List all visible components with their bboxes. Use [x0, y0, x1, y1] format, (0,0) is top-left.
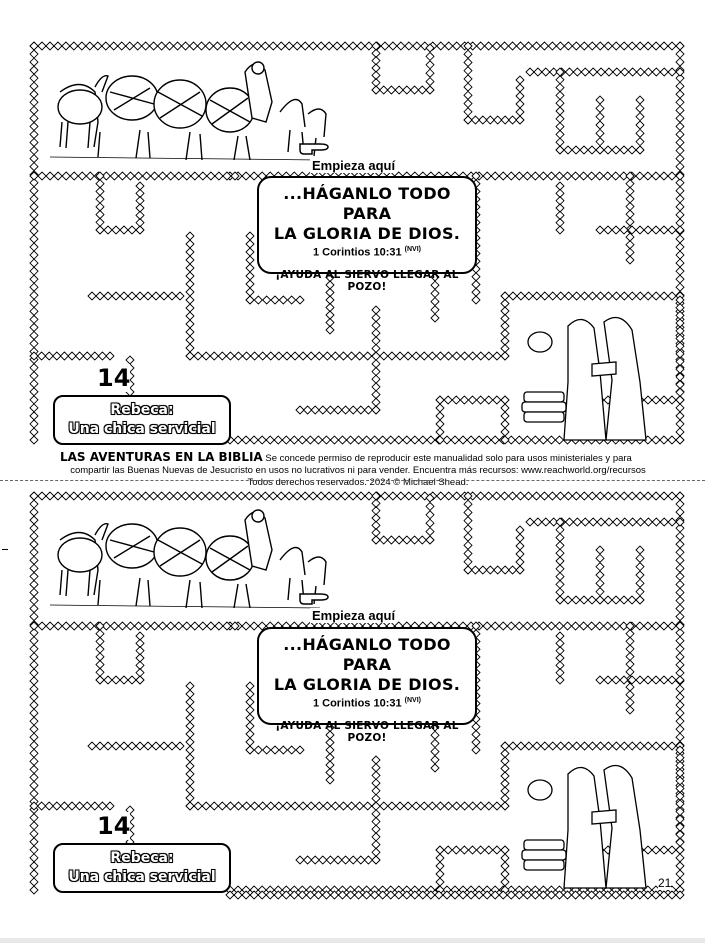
page-number: 21 [658, 876, 672, 890]
verse-banner: ...HÁGANLO TODO PARA LA GLORIA DE DIOS. … [257, 627, 477, 744]
lesson-title-line-1: Rebeca: [110, 402, 174, 418]
start-label: Empieza aquí [310, 158, 398, 173]
lesson-title-line-1: Rebeca: [110, 850, 174, 866]
lesson-title-box: Rebeca: Una chica servicial [53, 395, 231, 445]
cut-mark [2, 549, 8, 550]
verse-reference: 1 Corintios 10:31 (NVI) [312, 697, 422, 710]
maze-instruction: ¡AYUDA AL SIERVO LLEGAR AL POZO! [275, 719, 459, 744]
credits-line-2: compartir las Buenas Nuevas de Jesucrist… [70, 465, 646, 476]
verse-line-2: LA GLORIA DE DIOS. [273, 675, 461, 694]
verse-line-1: ...HÁGANLO TODO PARA [283, 184, 451, 223]
camel-caravan-illustration [49, 509, 327, 609]
credits-line-1: Se concede permiso de reproducir este ma… [262, 453, 632, 464]
verse-line-1: ...HÁGANLO TODO PARA [283, 635, 451, 674]
lesson-number: 14 [97, 812, 131, 840]
camel-caravan-illustration [49, 61, 327, 161]
credits-block: LAS AVENTURAS EN LA BIBLIA Se concede pe… [38, 451, 678, 489]
lesson-title-box: Rebeca: Una chica servicial [53, 843, 231, 893]
lesson-title-line-2: Una chica servicial [68, 869, 216, 885]
well-scene-illustration [521, 764, 647, 889]
maze-instruction: ¡AYUDA AL SIERVO LLEGAR AL POZO! [275, 268, 459, 293]
verse-reference: 1 Corintios 10:31 (NVI) [312, 246, 422, 259]
lesson-title-line-2: Una chica servicial [68, 421, 216, 437]
pointing-hand-icon [299, 143, 329, 155]
bottom-edge [0, 938, 705, 943]
start-label: Empieza aquí [310, 608, 398, 623]
brand-name: LAS AVENTURAS EN LA BIBLIA [60, 450, 263, 464]
well-scene-illustration [521, 316, 647, 441]
verse-line-2: LA GLORIA DE DIOS. [273, 224, 461, 243]
cut-line [0, 480, 705, 481]
lesson-number: 14 [97, 364, 131, 392]
pointing-hand-icon [299, 593, 329, 605]
credits-line-3: Todos derechos reservados. 2024 © Michae… [247, 477, 469, 488]
verse-banner: ...HÁGANLO TODO PARA LA GLORIA DE DIOS. … [257, 176, 477, 293]
